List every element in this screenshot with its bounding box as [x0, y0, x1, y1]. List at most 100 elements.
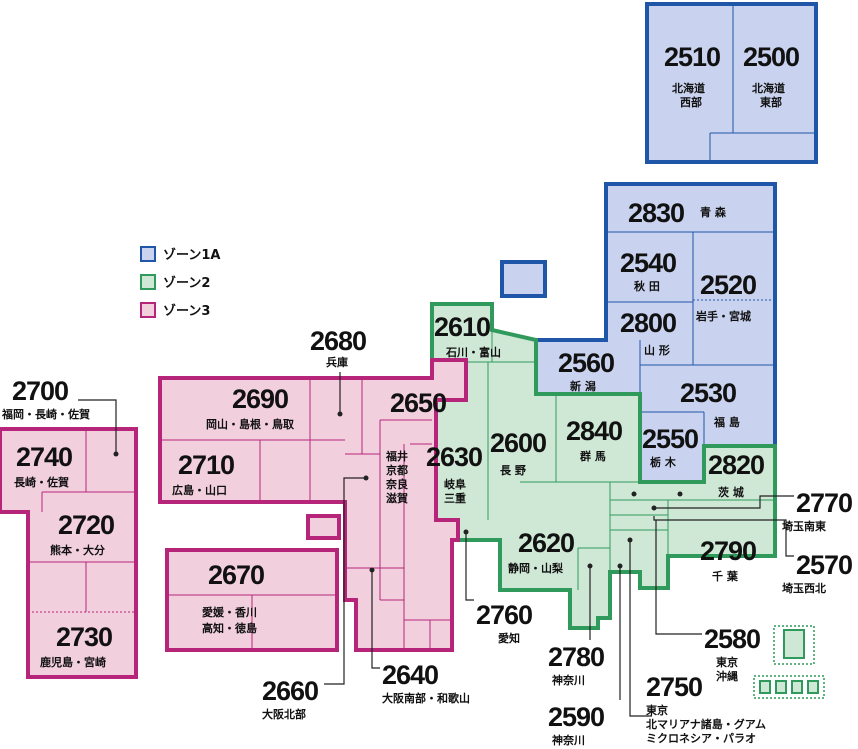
- callout-2700: 2700 福岡・長崎・佐賀: [1, 376, 90, 421]
- svg-text:新 潟: 新 潟: [570, 379, 596, 393]
- svg-text:埼玉西北: 埼玉西北: [782, 581, 826, 595]
- region-label-2620: 2620 静岡・山梨: [508, 528, 575, 575]
- region-label-2670: 2670 愛媛・香川 高知・徳島: [202, 560, 265, 635]
- svg-text:2510: 2510: [664, 42, 720, 72]
- svg-text:福井: 福井: [385, 449, 408, 463]
- svg-text:神奈川: 神奈川: [552, 673, 585, 687]
- callout-2780: 2780 神奈川: [548, 642, 605, 687]
- svg-text:静岡・山梨: 静岡・山梨: [508, 561, 564, 575]
- region-kyushu: [0, 427, 138, 679]
- svg-text:2580: 2580: [704, 624, 760, 654]
- svg-text:沖縄: 沖縄: [716, 669, 738, 683]
- legend-label-zone3: ゾーン3: [163, 303, 210, 319]
- svg-text:高知・徳島: 高知・徳島: [202, 621, 257, 635]
- callout-2640: 2640 大阪南部・和歌山: [382, 660, 470, 705]
- region-shape-okinawa: [783, 629, 805, 659]
- svg-text:岩手・宮城: 岩手・宮城: [695, 309, 751, 323]
- svg-text:栃 木: 栃 木: [650, 455, 677, 469]
- region-shape-awaji: [306, 514, 341, 540]
- svg-text:愛媛・香川: 愛媛・香川: [202, 605, 257, 619]
- svg-text:2680: 2680: [310, 326, 366, 356]
- svg-text:2770: 2770: [796, 488, 852, 518]
- svg-text:北海道: 北海道: [672, 81, 705, 95]
- svg-text:岐阜: 岐阜: [444, 477, 466, 491]
- region-label-2510: 2510 北海道 西部: [664, 42, 721, 109]
- svg-text:2500: 2500: [743, 42, 799, 72]
- svg-text:三重: 三重: [444, 491, 466, 505]
- region-label-2800: 2800 山 形: [620, 308, 677, 357]
- svg-text:東京: 東京: [646, 703, 668, 717]
- callout-2770: 2770 埼玉南東: [782, 488, 853, 533]
- svg-text:福岡・長崎・佐賀: 福岡・長崎・佐賀: [1, 407, 90, 421]
- region-label-2600: 2600 長 野: [490, 428, 547, 477]
- region-label-2650: 2650 福井 京都 奈良 滋賀: [385, 388, 447, 505]
- svg-text:2740: 2740: [16, 442, 72, 472]
- svg-text:熊本・大分: 熊本・大分: [50, 543, 105, 557]
- svg-text:2840: 2840: [566, 416, 622, 446]
- svg-text:西部: 西部: [680, 95, 702, 109]
- callout-2580: 2580 東京 沖縄: [704, 624, 761, 683]
- region-label-2830: 2830 青 森: [628, 198, 727, 228]
- svg-text:福 島: 福 島: [713, 415, 740, 429]
- svg-text:2520: 2520: [700, 270, 756, 300]
- region-label-2740: 2740 長崎・佐賀: [14, 442, 73, 489]
- svg-text:2530: 2530: [680, 378, 736, 408]
- svg-text:神奈川: 神奈川: [552, 733, 585, 747]
- svg-text:山 形: 山 形: [644, 343, 670, 357]
- region-label-2820: 2820 茨 城: [708, 450, 765, 499]
- callout-2750: 2750 東京 北マリアナ諸島・グアム ミクロネシア・パラオ: [646, 672, 766, 745]
- svg-text:2550: 2550: [642, 424, 698, 454]
- region-shape-kyushu: [0, 427, 138, 679]
- svg-text:2780: 2780: [548, 642, 604, 672]
- svg-text:北マリアナ諸島・グアム: 北マリアナ諸島・グアム: [646, 717, 766, 731]
- svg-text:2750: 2750: [646, 672, 702, 702]
- svg-text:2700: 2700: [12, 376, 68, 406]
- svg-text:ミクロネシア・パラオ: ミクロネシア・パラオ: [646, 732, 756, 745]
- region-label-2690: 2690 岡山・島根・鳥取: [206, 384, 294, 431]
- svg-text:石川・富山: 石川・富山: [445, 345, 501, 359]
- svg-text:2540: 2540: [620, 248, 676, 278]
- svg-text:2710: 2710: [178, 450, 234, 480]
- region-zone3-kinki: [158, 358, 468, 652]
- svg-text:2650: 2650: [390, 388, 446, 418]
- svg-text:2800: 2800: [620, 308, 676, 338]
- region-shape-sado: [500, 260, 547, 298]
- svg-text:秋 田: 秋 田: [634, 279, 660, 293]
- region-shikoku: [165, 548, 339, 652]
- svg-text:2730: 2730: [56, 622, 112, 652]
- region-label-2630: 2630 岐阜 三重: [426, 442, 483, 505]
- svg-text:奈良: 奈良: [385, 477, 408, 491]
- svg-text:2620: 2620: [518, 528, 574, 558]
- legend: ゾーン1A ゾーン2 ゾーン3: [140, 246, 220, 319]
- svg-text:2590: 2590: [548, 702, 604, 732]
- region-label-2730: 2730 鹿児島・宮崎: [40, 622, 113, 669]
- svg-text:2630: 2630: [426, 442, 482, 472]
- svg-text:長崎・佐賀: 長崎・佐賀: [14, 475, 69, 489]
- callout-2590: 2590 神奈川: [548, 702, 605, 747]
- region-label-2710: 2710 広島・山口: [172, 450, 235, 497]
- svg-text:2670: 2670: [208, 560, 264, 590]
- svg-text:京都: 京都: [386, 463, 408, 477]
- svg-text:東部: 東部: [760, 95, 782, 109]
- callout-leaders: [78, 372, 794, 717]
- svg-text:埼玉南東: 埼玉南東: [782, 519, 827, 533]
- legend-label-zone2: ゾーン2: [163, 275, 210, 291]
- region-label-2610: 2610 石川・富山: [434, 312, 501, 359]
- legend-swatch-zone1a: [140, 246, 156, 262]
- svg-text:広島・山口: 広島・山口: [172, 483, 227, 497]
- region-label-2520: 2520 岩手・宮城: [695, 270, 757, 323]
- region-shape-hokkaido: [645, 2, 818, 164]
- svg-text:大阪北部: 大阪北部: [262, 707, 306, 721]
- svg-text:2830: 2830: [628, 198, 684, 228]
- svg-text:2760: 2760: [476, 600, 532, 630]
- legend-label-zone1a: ゾーン1A: [163, 247, 220, 263]
- region-label-2530: 2530 福 島: [680, 378, 740, 429]
- svg-text:2720: 2720: [58, 510, 114, 540]
- svg-text:2790: 2790: [700, 536, 756, 566]
- svg-text:千 葉: 千 葉: [712, 569, 739, 583]
- svg-text:鹿児島・宮崎: 鹿児島・宮崎: [40, 655, 106, 669]
- legend-swatch-zone2: [140, 274, 156, 290]
- svg-text:2690: 2690: [232, 384, 288, 414]
- svg-text:滋賀: 滋賀: [386, 491, 408, 505]
- svg-text:2570: 2570: [796, 550, 852, 580]
